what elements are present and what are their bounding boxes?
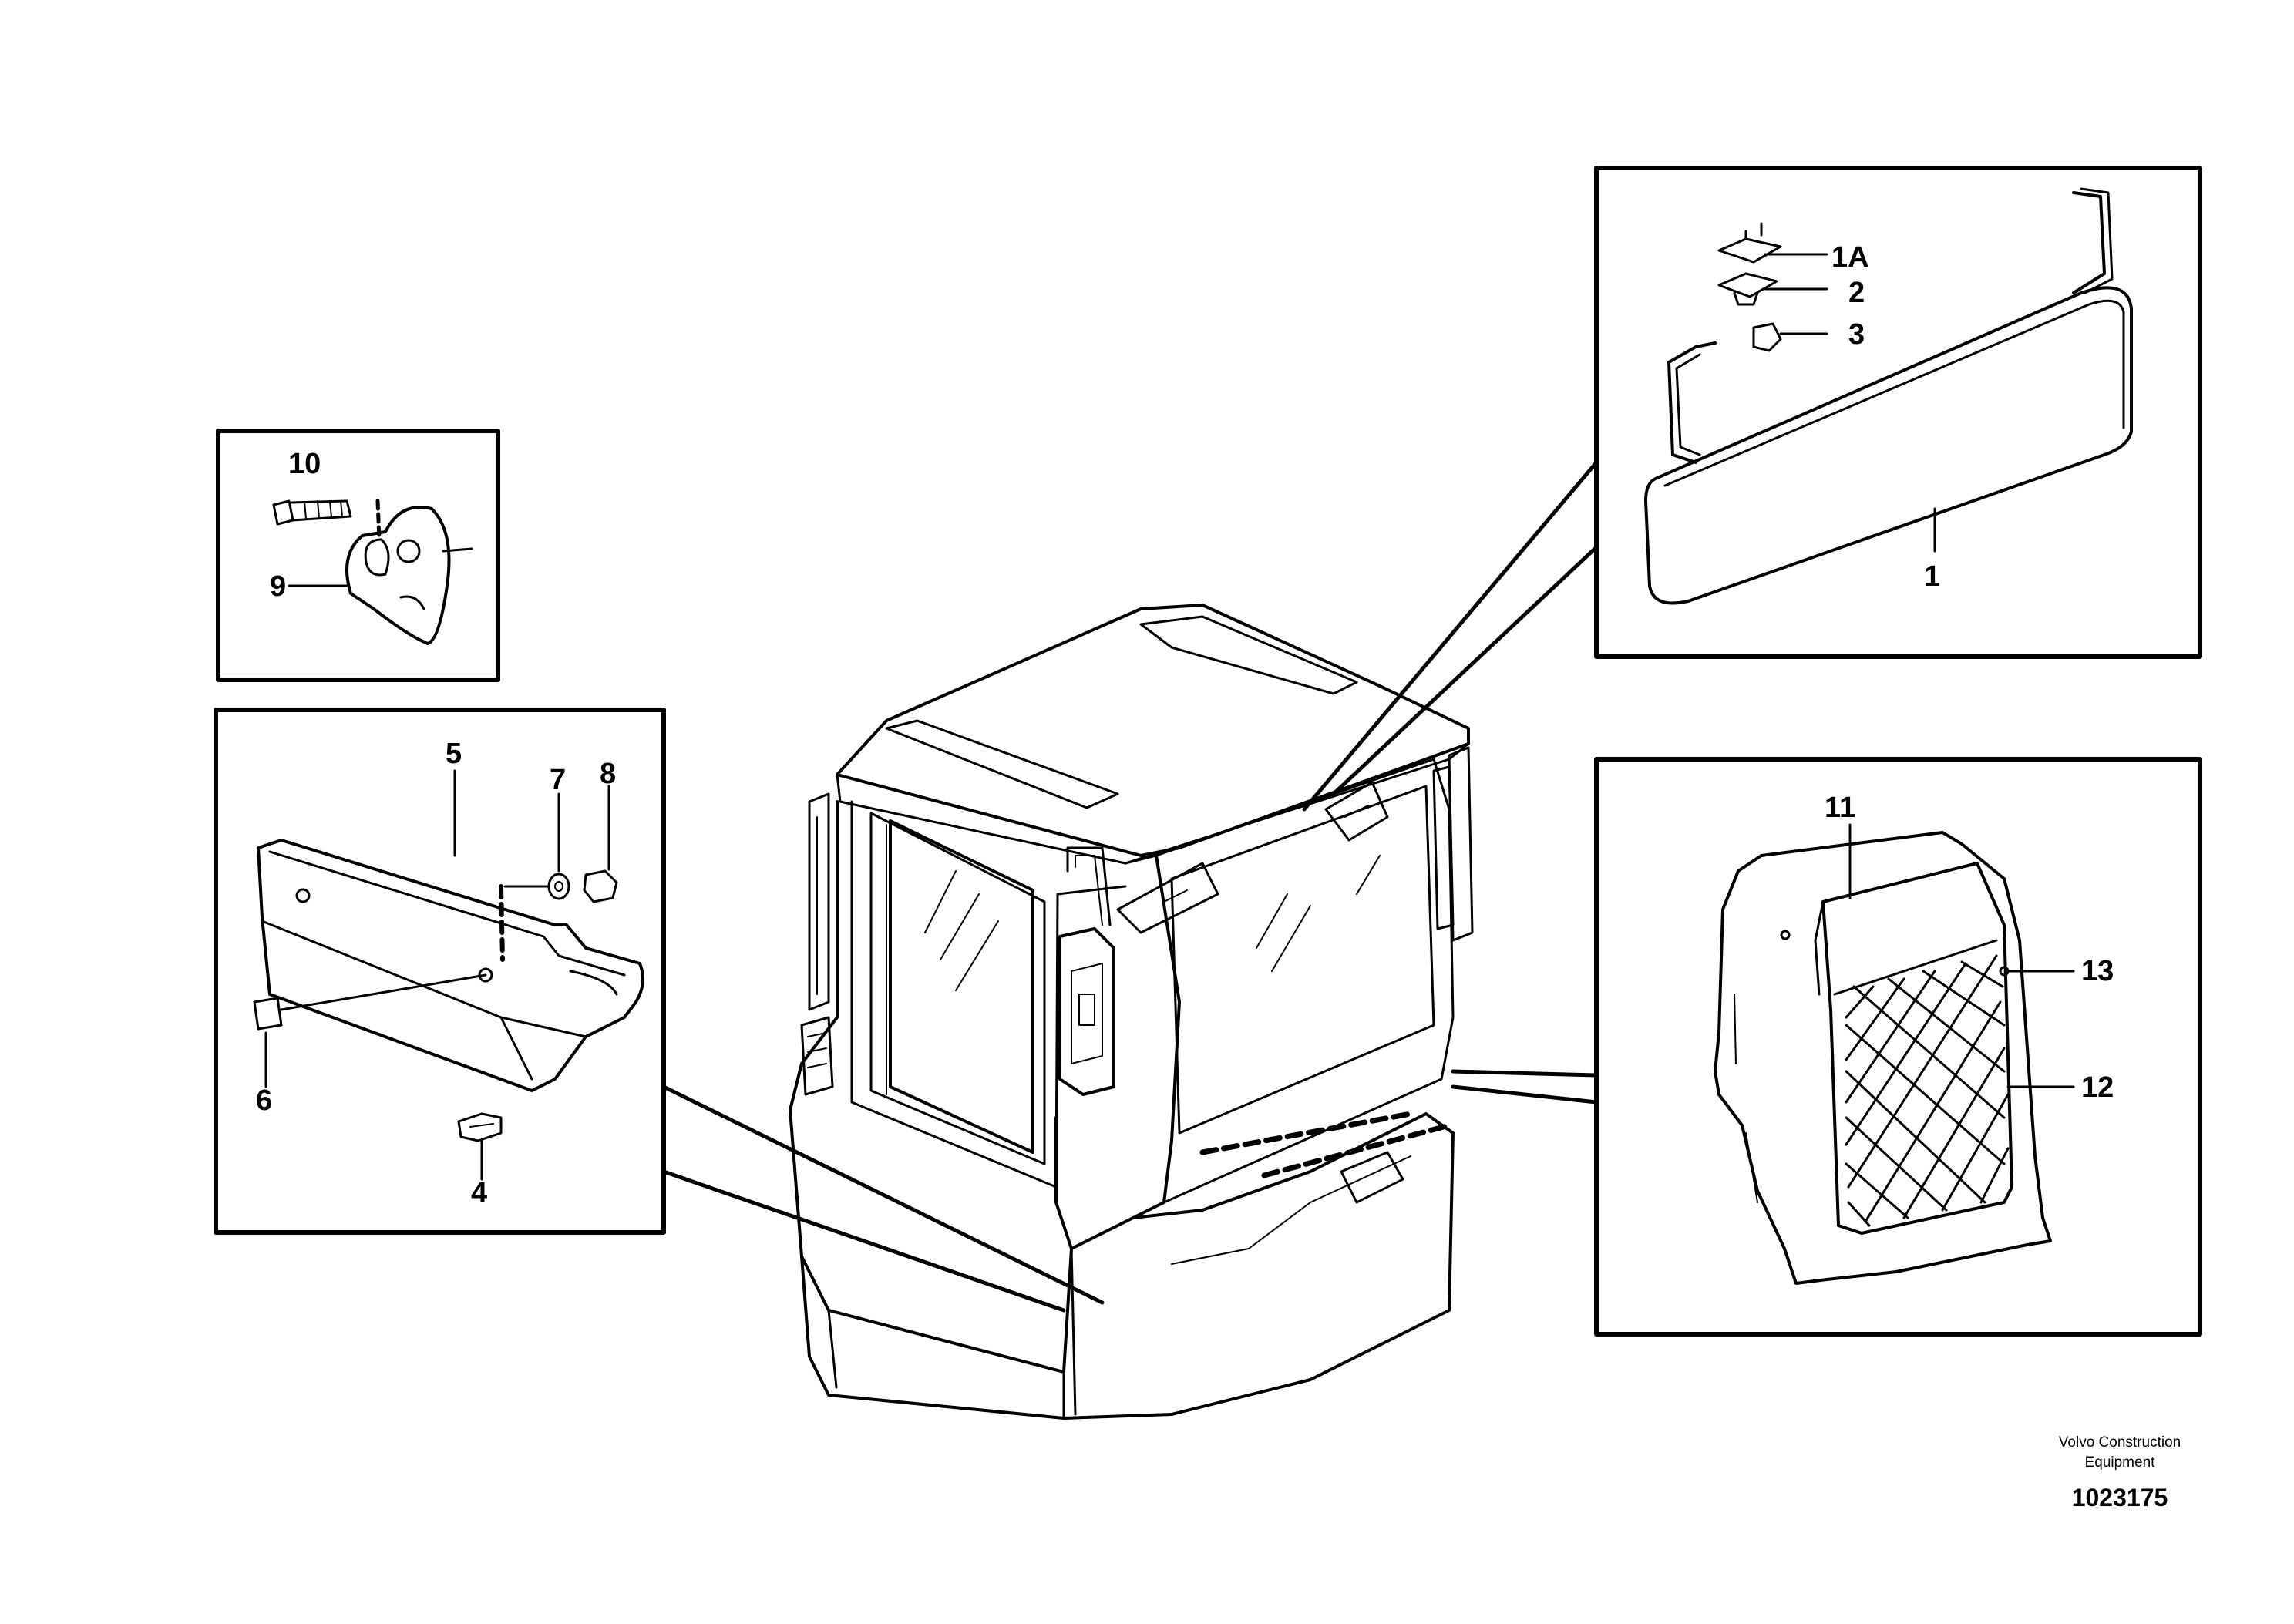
coat-hook-detail-box bbox=[216, 429, 500, 682]
operator-cab bbox=[789, 604, 1474, 1420]
callout-8: 8 bbox=[600, 758, 616, 790]
air-grille-detail-box bbox=[1594, 757, 2202, 1337]
callout-9: 9 bbox=[270, 570, 286, 603]
company-name-line1: Volvo Construction bbox=[2059, 1434, 2181, 1451]
storage-tray-detail-box bbox=[214, 708, 666, 1235]
callout-5: 5 bbox=[446, 738, 462, 770]
callout-12: 12 bbox=[2081, 1071, 2114, 1104]
callout-11: 11 bbox=[1825, 792, 1855, 824]
storage-tray bbox=[253, 839, 644, 1142]
callout-10: 10 bbox=[288, 448, 321, 480]
callout-3: 3 bbox=[1848, 318, 1865, 351]
callout-1a: 1A bbox=[1832, 241, 1869, 274]
company-name-line2: Equipment bbox=[2085, 1454, 2156, 1471]
document-number: 1023175 bbox=[2072, 1484, 2168, 1511]
sun-visor-detail-box bbox=[1594, 166, 2202, 659]
air-grille-filter bbox=[1714, 831, 2052, 1285]
callout-7: 7 bbox=[550, 764, 566, 796]
coat-hook bbox=[272, 499, 451, 645]
sun-visor bbox=[1644, 187, 2133, 605]
callout-4: 4 bbox=[471, 1177, 487, 1209]
callout-6: 6 bbox=[256, 1084, 272, 1117]
callout-1: 1 bbox=[1924, 560, 1940, 593]
callout-13: 13 bbox=[2081, 955, 2114, 987]
callout-2: 2 bbox=[1848, 277, 1865, 309]
